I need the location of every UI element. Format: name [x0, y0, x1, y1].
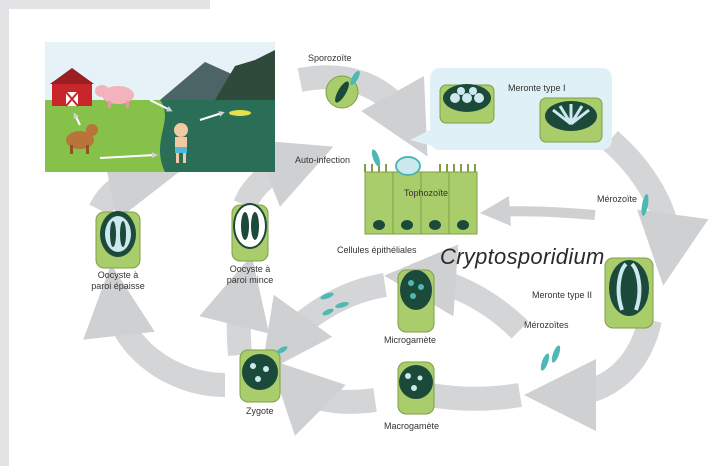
merozoites-label: Mérozoïtes: [524, 320, 569, 330]
pig-icon: [95, 85, 134, 108]
merozoite-return-arrow: [480, 196, 596, 226]
arrow-thick-to-scene: [89, 149, 181, 221]
meronte-type1-icon: [439, 84, 495, 124]
scene-arrows: [73, 99, 225, 159]
auto-infection-label: Auto-infection: [295, 155, 351, 165]
zygote-label: Zygote: [246, 406, 274, 416]
tophozoite-icon: [395, 156, 421, 176]
zygote-icon: [239, 346, 288, 403]
tophozoite-label: Tophozoïte: [404, 188, 449, 198]
arrow-bubble-to-meronte2: [601, 130, 709, 286]
child-icon: [174, 123, 188, 163]
microgametes-free-icon: [320, 292, 349, 316]
dog-icon: [66, 124, 98, 154]
oocyst-thin-icon: [231, 203, 269, 262]
tab-strip: [0, 0, 210, 9]
meronte-type1-label: Meronte type I: [508, 83, 566, 93]
arrow-meronte2-to-merozoites: [524, 317, 662, 431]
left-border: [0, 9, 9, 466]
microgamete-icon: [397, 269, 435, 333]
merozoites-icon: [540, 345, 561, 371]
oocyst-thin-label: Oocyste à paroi mince: [226, 264, 274, 285]
arrow-micro-to-zygote: [260, 273, 388, 375]
arrow-sporozoite-to-cells: [297, 65, 428, 157]
meronte-type2-label: Meronte type II: [532, 290, 593, 300]
merozoite-free-icon: [641, 194, 649, 216]
arrow-thin-up: [233, 139, 334, 211]
barn-icon: [50, 68, 94, 107]
oocyst-thick-icon: [95, 211, 141, 269]
macrogamete-label: Macrogamète: [384, 421, 440, 431]
meronte-type1-mature-icon: [539, 97, 603, 143]
oocyst-thick-label: Oocyste à paroi épaisse: [91, 270, 145, 291]
cycle-arrows: [83, 65, 709, 436]
microgamete-label: Microgamète: [384, 335, 437, 345]
arrow-macrogamete-to-zygote: [269, 359, 377, 436]
sporozoite-entering-icon: [371, 149, 381, 167]
arrow-zygote-to-thick: [83, 264, 226, 397]
arrow-zygote-to-thin: [199, 255, 270, 356]
sporozoite-label: Sporozoïte: [308, 53, 352, 63]
merozoite-label: Mérozoïte: [597, 194, 638, 204]
meronte-type2-icon: [604, 257, 654, 329]
epithelial-cells-label: Cellules épithéliales: [337, 245, 417, 255]
sporozoite-icon: [325, 70, 360, 109]
arrow-inner-merozoites: [384, 244, 529, 339]
diagram-title: Cryptosporidium: [440, 244, 605, 269]
macrogamete-icon: [397, 361, 435, 415]
environment-scene: [45, 42, 275, 172]
arrow-to-macrogamete: [428, 383, 522, 411]
epithelial-cells: [364, 149, 478, 235]
boat-icon: [229, 110, 251, 116]
